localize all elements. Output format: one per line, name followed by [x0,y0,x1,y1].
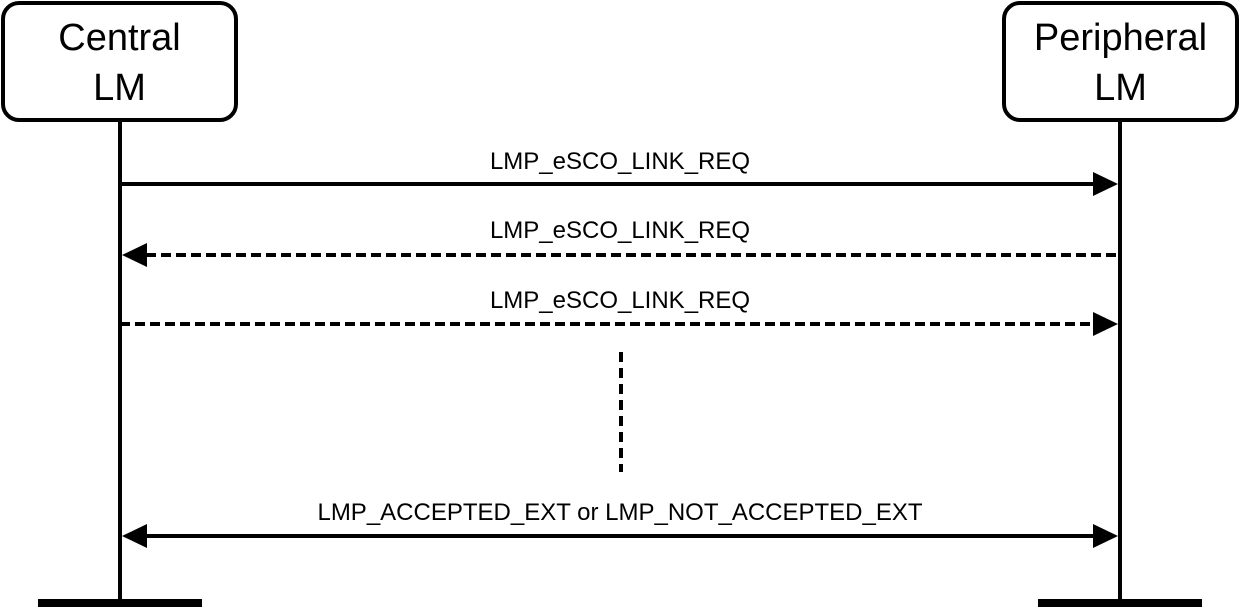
central-lm-box-frame [1,1,238,122]
message-1-arrowhead [1093,172,1118,196]
message-4-arrowhead-right [1093,524,1118,548]
message-4-arrowhead-left [122,524,147,548]
message-4: LMP_ACCEPTED_EXT or LMP_NOT_ACCEPTED_EXT [122,499,1118,548]
peripheral-lm-box: Peripheral LM [1002,1,1239,122]
message-3-label: LMP_eSCO_LINK_REQ [490,287,750,314]
central-lm-label-line1: Central [58,17,181,59]
peripheral-lm-box-frame [1002,1,1239,122]
message-3: LMP_eSCO_LINK_REQ [120,287,1118,336]
message-4-label: LMP_ACCEPTED_EXT or LMP_NOT_ACCEPTED_EXT [317,499,922,526]
message-2-label: LMP_eSCO_LINK_REQ [490,217,750,244]
message-1: LMP_eSCO_LINK_REQ [120,148,1118,196]
peripheral-lm-label-line1: Peripheral [1034,17,1207,59]
message-1-label: LMP_eSCO_LINK_REQ [490,148,750,175]
message-2-arrowhead [122,243,147,267]
central-lm-box: Central LM [1,1,238,122]
message-2: LMP_eSCO_LINK_REQ [122,217,1120,267]
message-3-arrowhead [1093,312,1118,336]
peripheral-lm-label-line2: LM [1094,67,1147,109]
central-lm-label-line2: LM [93,67,146,109]
